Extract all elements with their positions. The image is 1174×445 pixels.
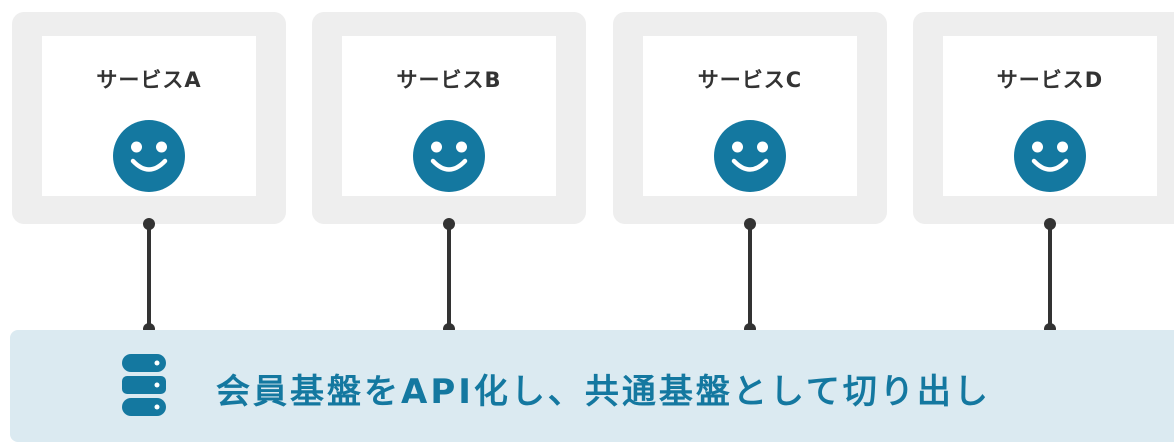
- service-card-b: サービスB: [312, 12, 586, 224]
- shared-platform-banner: 会員基盤をAPI化し、共通基盤として切り出し: [10, 330, 1174, 442]
- connector-b: [441, 217, 457, 337]
- service-card-b-body: サービスB: [342, 36, 556, 196]
- platform-description: 会員基盤をAPI化し、共通基盤として切り出し: [216, 372, 991, 412]
- smiley-face-icon: [714, 120, 786, 192]
- connector-dot: [1044, 218, 1056, 230]
- database-icon: [122, 354, 166, 416]
- connector-line: [447, 224, 451, 329]
- connector-dot: [143, 218, 155, 230]
- service-card-d: サービスD: [913, 12, 1174, 224]
- service-card-a-body: サービスA: [42, 36, 256, 196]
- connector-a: [141, 217, 157, 337]
- service-card-c: サービスC: [613, 12, 887, 224]
- connector-line: [147, 224, 151, 329]
- connector-line: [748, 224, 752, 329]
- service-a-label: サービスA: [96, 68, 202, 92]
- connector-d: [1042, 217, 1058, 337]
- connector-dot: [443, 218, 455, 230]
- service-c-label: サービスC: [697, 68, 803, 92]
- service-card-d-body: サービスD: [943, 36, 1157, 196]
- service-b-label: サービスB: [396, 68, 502, 92]
- smiley-face-icon: [113, 120, 185, 192]
- service-card-a: サービスA: [12, 12, 286, 224]
- smiley-face-icon: [1014, 120, 1086, 192]
- service-card-c-body: サービスC: [643, 36, 857, 196]
- connector-dot: [744, 218, 756, 230]
- connector-line: [1048, 224, 1052, 329]
- smiley-face-icon: [413, 120, 485, 192]
- service-d-label: サービスD: [996, 68, 1104, 92]
- connector-c: [742, 217, 758, 337]
